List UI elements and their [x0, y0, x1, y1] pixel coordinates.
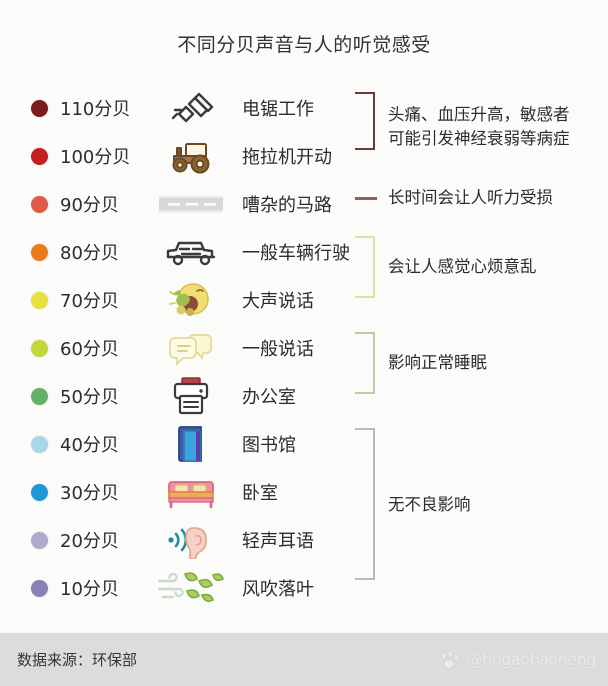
list-item: 30分贝 卧室	[0, 468, 608, 516]
decibel-label: 50分贝	[60, 387, 119, 408]
speech-bubble-icon	[148, 325, 234, 371]
effect-bracket	[355, 236, 375, 298]
road-icon	[148, 181, 234, 227]
effect-bracket	[355, 92, 375, 150]
watermark: @hugaobaoneng	[439, 649, 596, 670]
level-dot	[31, 243, 48, 261]
list-item: 70分贝 大声说话	[0, 276, 608, 324]
footer-divider	[0, 624, 608, 633]
level-dot	[31, 147, 48, 165]
data-source-label: 数据来源：环保部	[17, 651, 138, 669]
scene-label: 风吹落叶	[242, 579, 314, 600]
scene-label: 轻声耳语	[242, 531, 314, 552]
effects-column: 头痛、血压升高，敏感者 可能引发神经衰弱等病症 长时间会让人听力受损 会让人感觉…	[355, 84, 608, 624]
decibel-label: 20分贝	[60, 531, 119, 552]
scene-label: 大声说话	[242, 291, 314, 312]
scene-label: 办公室	[242, 387, 296, 408]
scene-label: 一般说话	[242, 339, 314, 360]
level-dot	[31, 195, 48, 213]
effect-text: 会让人感觉心烦意乱	[388, 257, 537, 276]
level-dot	[31, 99, 48, 117]
scene-label: 拖拉机开动	[242, 147, 332, 168]
decibel-label: 40分贝	[60, 435, 119, 456]
level-dot	[31, 387, 48, 405]
effect-bracket	[355, 332, 375, 394]
effect-text: 影响正常睡眠	[388, 353, 487, 372]
effect-text: 长时间会让人听力受损	[388, 188, 553, 207]
level-dot	[31, 435, 48, 453]
list-item: 90分贝 嘈杂的马路	[0, 180, 608, 228]
decibel-label: 110分贝	[60, 99, 131, 120]
tractor-icon	[148, 133, 234, 179]
scene-label: 图书馆	[242, 435, 296, 456]
decibel-label: 70分贝	[60, 291, 119, 312]
list-item: 50分贝 办公室	[0, 372, 608, 420]
footer-bar: 数据来源：环保部 @hugaobaoneng	[0, 633, 608, 686]
effect-text: 无不良影响	[388, 495, 471, 514]
wind-leaves-icon	[148, 565, 234, 611]
printer-icon	[148, 373, 234, 419]
scene-label: 一般车辆行驶	[242, 243, 350, 264]
list-item: 40分贝 图书馆	[0, 420, 608, 468]
level-dot	[31, 339, 48, 357]
list-item: 80分贝 一般车辆行驶	[0, 228, 608, 276]
decibel-list: 110分贝 电锯工作 100分贝	[0, 84, 608, 612]
decibel-label: 60分贝	[60, 339, 119, 360]
page-title: 不同分贝声音与人的听觉感受	[177, 34, 431, 56]
effect-bracket	[355, 428, 375, 580]
paw-logo-icon	[441, 649, 460, 669]
level-dot	[31, 483, 48, 501]
level-dot	[31, 291, 48, 309]
scene-label: 嘈杂的马路	[242, 195, 332, 216]
level-dot	[31, 531, 48, 549]
list-item: 10分贝 风吹落叶	[0, 564, 608, 612]
list-item: 60分贝 一般说话	[0, 324, 608, 372]
decibel-label: 90分贝	[60, 195, 119, 216]
chainsaw-icon	[148, 85, 234, 131]
books-icon	[148, 421, 234, 467]
level-dot	[31, 579, 48, 597]
decibel-label: 30分贝	[60, 483, 119, 504]
bed-icon	[148, 469, 234, 515]
ear-whisper-icon	[148, 517, 234, 563]
effect-text: 头痛、血压升高，敏感者 可能引发神经衰弱等病症	[388, 105, 570, 148]
car-icon	[148, 229, 234, 275]
scene-label: 卧室	[242, 483, 278, 504]
decibel-label: 80分贝	[60, 243, 119, 264]
shouting-face-icon	[148, 277, 234, 323]
watermark-text: @hugaobaoneng	[466, 650, 596, 669]
effect-dash	[355, 197, 377, 200]
list-item: 20分贝 轻声耳语	[0, 516, 608, 564]
decibel-label: 100分贝	[60, 147, 131, 168]
list-item: 100分贝 拖拉机开动	[0, 132, 608, 180]
decibel-label: 10分贝	[60, 579, 119, 600]
list-item: 110分贝 电锯工作	[0, 84, 608, 132]
scene-label: 电锯工作	[242, 99, 314, 120]
